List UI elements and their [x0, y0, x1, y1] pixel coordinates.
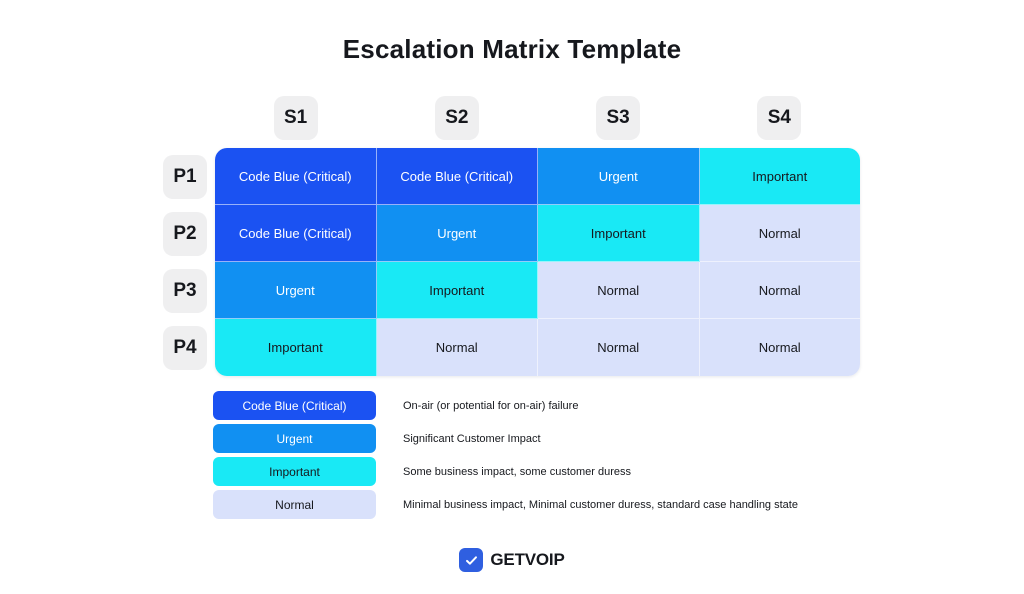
row-header-p1: P1: [163, 154, 207, 199]
matrix-cell-p4-s1[interactable]: Important: [215, 319, 377, 376]
legend-description: On-air (or potential for on-air) failure: [403, 399, 579, 412]
column-header-s1: S1: [273, 96, 318, 140]
legend-swatch-important[interactable]: Important: [213, 457, 376, 486]
matrix-cell-p3-s1[interactable]: Urgent: [215, 262, 377, 319]
legend-description: Some business impact, some customer dure…: [403, 465, 632, 478]
legend-swatch-codeblue[interactable]: Code Blue (Critical): [213, 391, 376, 420]
matrix-cell-p1-s2[interactable]: Code Blue (Critical): [376, 148, 538, 205]
matrix-row-header-cell: P2: [160, 205, 210, 262]
page-title: Escalation Matrix Template: [342, 34, 682, 64]
matrix-cell-p3-s4[interactable]: Normal: [699, 262, 860, 319]
legend-row: Urgent Significant Customer Impact: [213, 422, 913, 455]
legend-description: Minimal business impact, Minimal custome…: [403, 498, 798, 511]
matrix-row: Code Blue (Critical)Code Blue (Critical)…: [215, 148, 860, 205]
matrix-row-header-cell: P1: [160, 148, 210, 205]
legend-row: Important Some business impact, some cust…: [213, 455, 913, 488]
severity-legend: Code Blue (Critical) On-air (or potential…: [213, 389, 913, 521]
matrix-row-header-cell: P4: [160, 319, 210, 376]
matrix-row-header-cell: P3: [160, 262, 210, 319]
legend-swatch-normal[interactable]: Normal: [213, 490, 376, 519]
matrix-cell-p1-s1[interactable]: Code Blue (Critical): [215, 148, 377, 205]
matrix-cell-p2-s1[interactable]: Code Blue (Critical): [215, 205, 377, 262]
brand-name: GETVOIP: [490, 550, 565, 569]
matrix-cell-p4-s3[interactable]: Normal: [538, 319, 700, 376]
brand-footer: GETVOIP: [0, 548, 1024, 572]
legend-swatch-urgent[interactable]: Urgent: [213, 424, 376, 453]
matrix-cell-p1-s4[interactable]: Important: [699, 148, 860, 205]
legend-row: Code Blue (Critical) On-air (or potential…: [213, 389, 913, 422]
column-header-s4: S4: [757, 96, 802, 140]
matrix-column-header-cell: S1: [215, 96, 376, 140]
legend-row: Normal Minimal business impact, Minimal c…: [213, 488, 913, 521]
matrix-column-header-cell: S4: [699, 96, 860, 140]
column-header-s3: S3: [596, 96, 641, 140]
matrix-cell-p3-s2[interactable]: Important: [376, 262, 538, 319]
matrix-column-header-cell: S2: [376, 96, 537, 140]
row-header-p4: P4: [163, 325, 207, 370]
matrix-column-headers: S1 S2 S3 S4: [215, 96, 860, 140]
legend-description: Significant Customer Impact: [403, 432, 541, 445]
check-badge-icon: [459, 548, 484, 572]
row-header-p2: P2: [163, 211, 207, 256]
matrix-cell-p2-s3[interactable]: Important: [538, 205, 700, 262]
column-header-s2: S2: [434, 96, 479, 140]
row-header-p3: P3: [163, 268, 207, 313]
matrix-cell-p4-s2[interactable]: Normal: [376, 319, 538, 376]
matrix-cell-p4-s4[interactable]: Normal: [699, 319, 860, 376]
matrix-cell-p2-s4[interactable]: Normal: [699, 205, 860, 262]
matrix-column-header-cell: S3: [538, 96, 699, 140]
matrix-cell-p2-s2[interactable]: Urgent: [376, 205, 538, 262]
matrix-cell-p1-s3[interactable]: Urgent: [538, 148, 700, 205]
matrix-cell-p3-s3[interactable]: Normal: [538, 262, 700, 319]
matrix-grid: Code Blue (Critical)Code Blue (Critical)…: [215, 148, 860, 376]
